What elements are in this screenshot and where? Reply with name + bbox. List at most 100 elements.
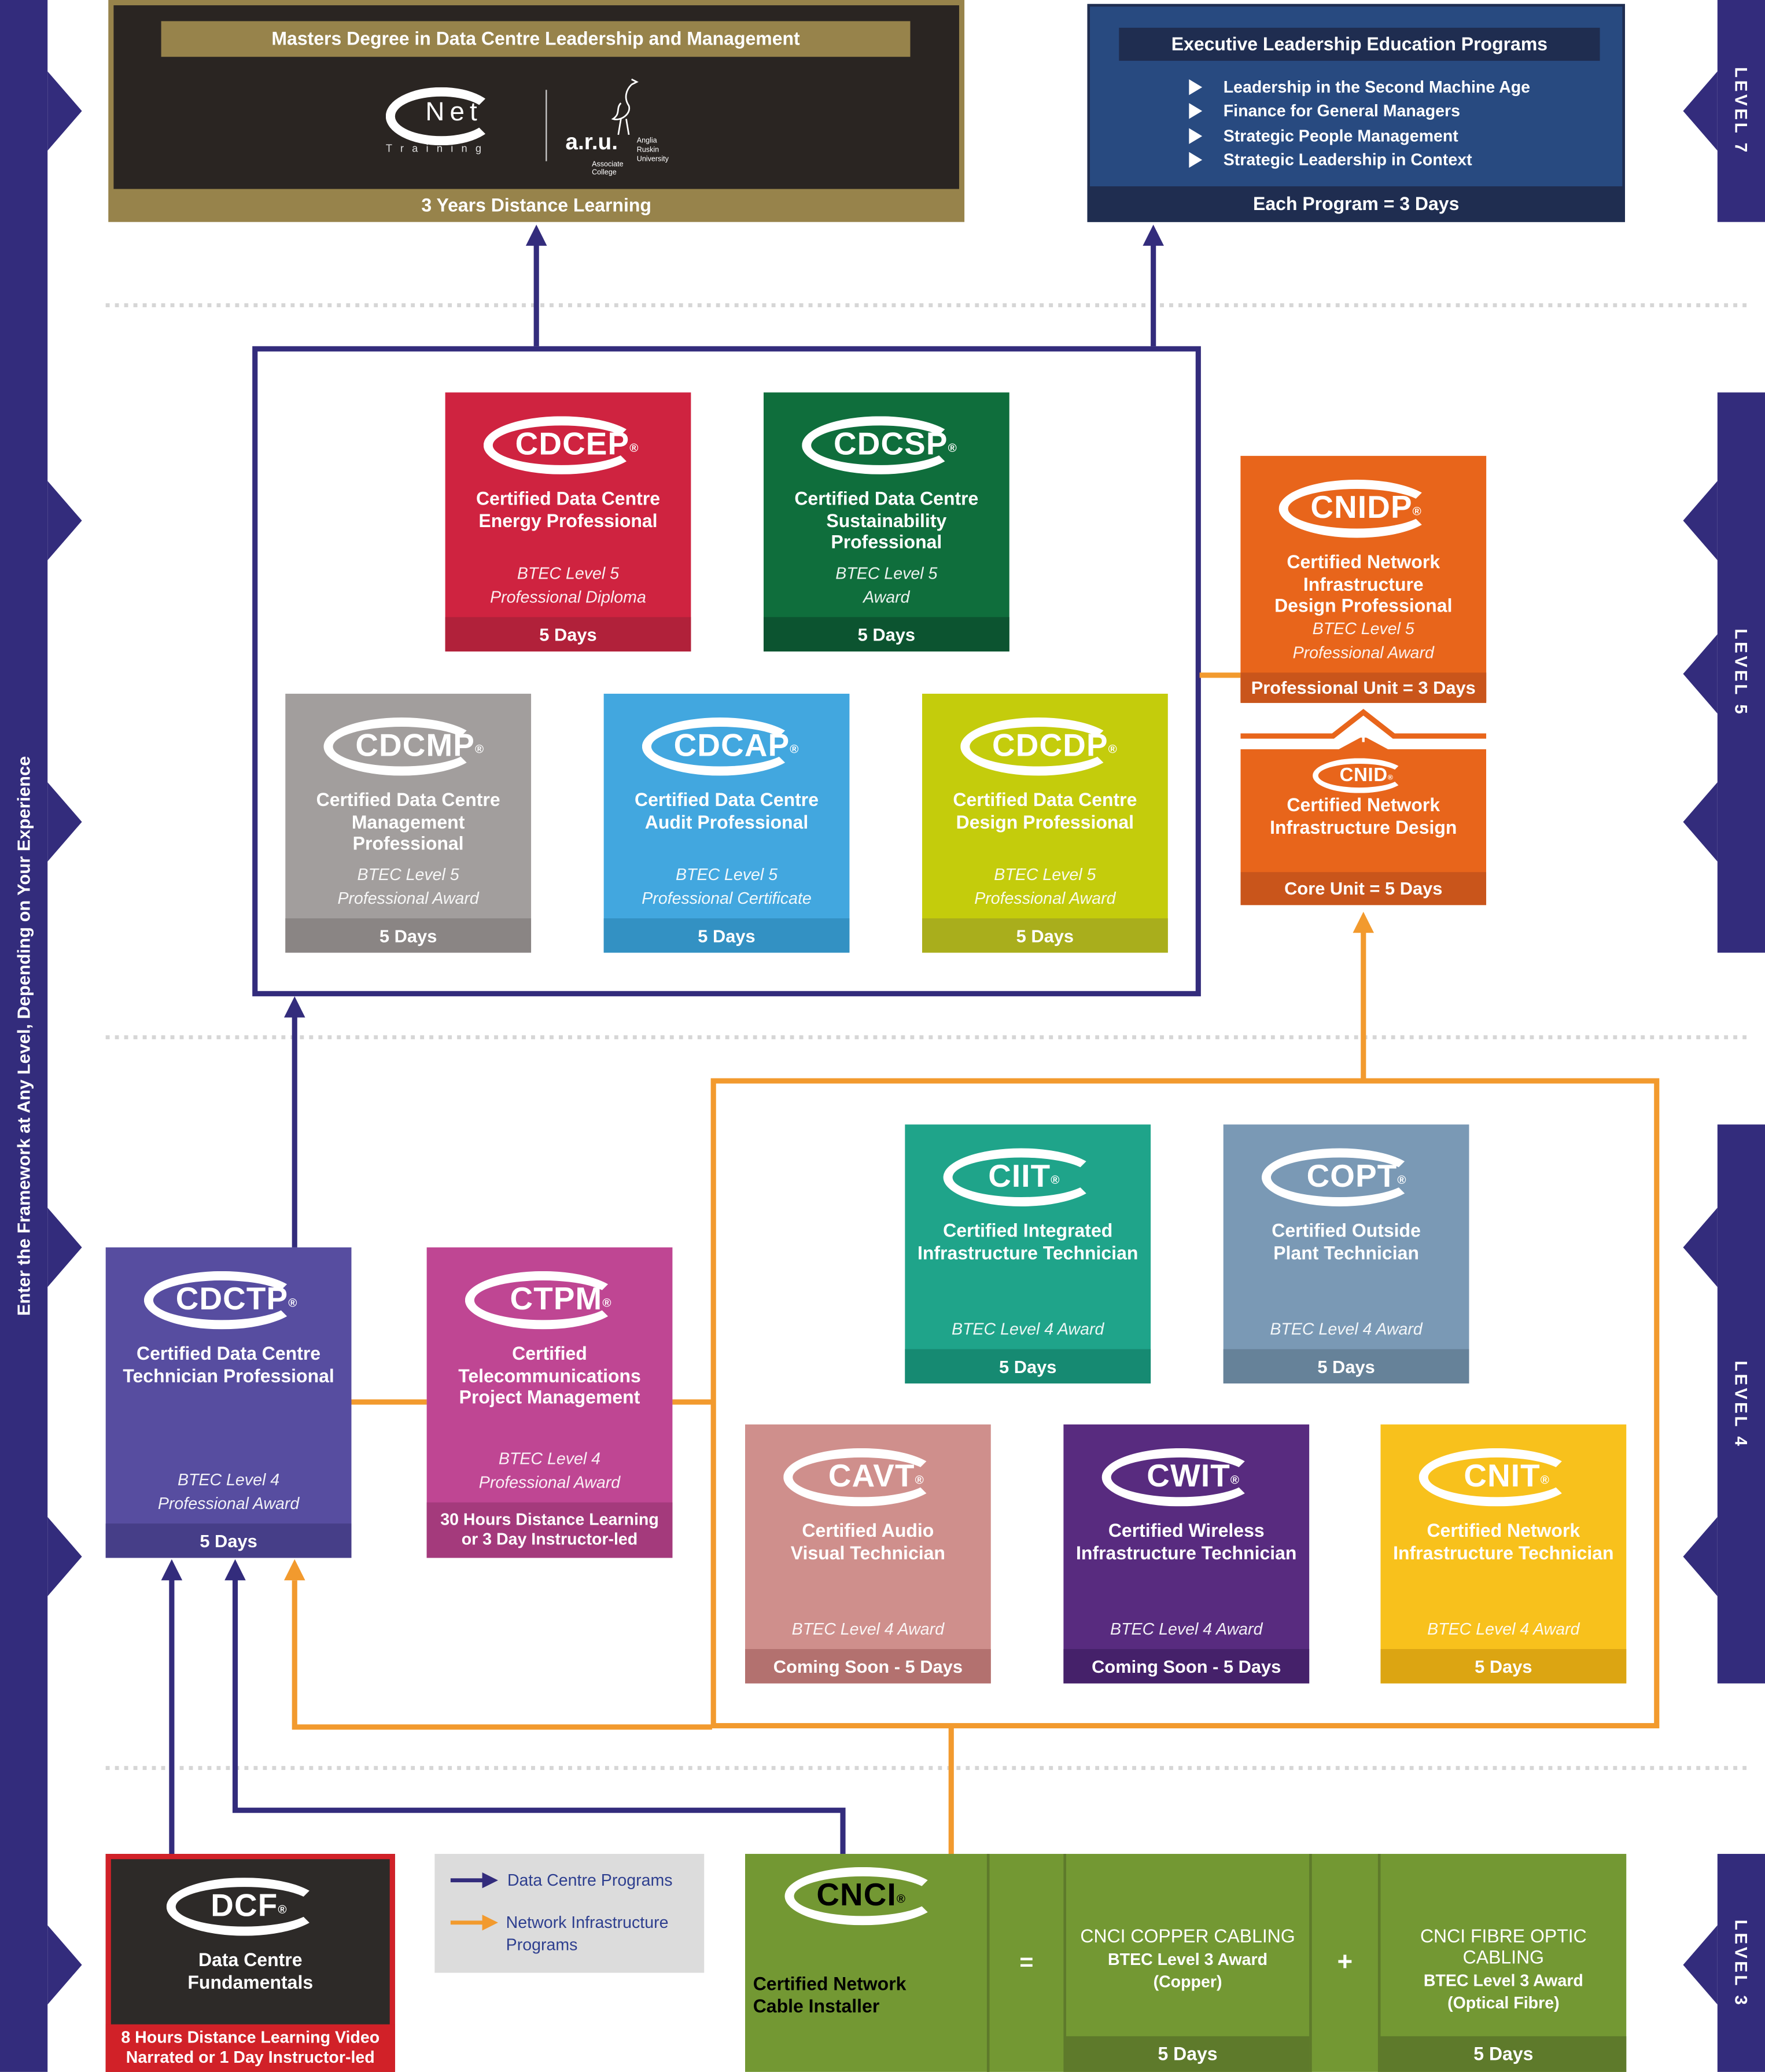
level-bar-3 — [1717, 1124, 1765, 1684]
level-label: LEVEL 3 — [1731, 1919, 1752, 2007]
level-bar-4 — [1717, 1854, 1765, 2072]
cnidp-title: Certified Network Infrastructure Design … — [1274, 551, 1453, 616]
side-arrow-icon — [47, 1208, 82, 1287]
cnci-title: Certified Network Cable Installer — [753, 1972, 907, 2016]
executive-program-item[interactable]: Strategic People Management — [1189, 124, 1530, 148]
cavt-btec: BTEC Level 4 Award — [791, 1620, 945, 1639]
cwit-title: Certified Wireless Infrastructure Techni… — [1076, 1519, 1297, 1563]
cnit-btec: BTEC Level 4 Award — [1427, 1620, 1580, 1639]
cnet-aru-logo: Net T r a i n i n g a.r.u. Anglia Ruskin… — [385, 78, 669, 177]
course-card-cdcsp[interactable]: CDCSP® Certified Data Centre Sustainabil… — [763, 392, 1009, 652]
cnidp-duration: Professional Unit = 3 Days — [1240, 672, 1487, 702]
cdctp-duration: 5 Days — [105, 1523, 352, 1558]
ctpm-abbr: CTPM — [510, 1282, 603, 1317]
cavt-duration: Coming Soon - 5 Days — [745, 1649, 991, 1684]
cdcap-btec: BTEC Level 5 Professional Certificate — [642, 865, 812, 908]
course-card-ctpm[interactable]: CTPM® Certified Telecommunications Proje… — [426, 1247, 673, 1558]
fibre-btec: BTEC Level 3 Award — [1423, 1971, 1583, 1990]
level-arrow-icon — [1683, 71, 1718, 151]
ciit-logo: CIIT® — [943, 1148, 1112, 1207]
dcf-abbr: DCF — [211, 1888, 278, 1924]
cdcep-btec: BTEC Level 5 Professional Diploma — [490, 564, 646, 607]
course-card-cnid[interactable]: CNID® Certified Network Infrastructure D… — [1240, 736, 1487, 906]
masters-box[interactable]: Masters Degree in Data Centre Leadership… — [108, 0, 965, 222]
cnci-copper-module[interactable]: CNCI COPPER CABLING BTEC Level 3 Award (… — [1063, 1854, 1312, 2072]
dcf-duration: 8 Hours Distance Learning Video Narrated… — [105, 2024, 395, 2072]
cnid-title: Certified Network Infrastructure Design — [1270, 794, 1457, 837]
ctpm-btec: BTEC Level 4 Professional Award — [478, 1449, 621, 1492]
cdctp-title: Certified Data Centre Technician Profess… — [123, 1342, 334, 1386]
level-bar-1 — [1717, 0, 1765, 222]
cwit-logo: CWIT® — [1101, 1448, 1271, 1507]
executive-program-item[interactable]: Finance for General Managers — [1189, 100, 1530, 124]
executive-program-label: Finance for General Managers — [1223, 102, 1461, 121]
fibre-sub: (Optical Fibre) — [1447, 1994, 1560, 2013]
cavt-abbr: CAVT — [828, 1459, 915, 1495]
level4-network-group — [710, 1078, 1660, 1729]
cdcap-logo: CDCAP® — [642, 717, 811, 776]
course-card-cdcdp[interactable]: CDCDP® Certified Data Centre Design Prof… — [922, 693, 1168, 953]
cdcmp-logo: CDCMP® — [323, 717, 493, 776]
play-bullet-icon — [1189, 127, 1203, 144]
course-card-copt[interactable]: COPT® Certified Outside Plant Technician… — [1223, 1124, 1469, 1384]
cdcsp-btec: BTEC Level 5 Award — [835, 564, 938, 607]
course-card-cdcap[interactable]: CDCAP® Certified Data Centre Audit Profe… — [603, 693, 850, 953]
course-card-cnit[interactable]: CNIT® Certified Network Infrastructure T… — [1380, 1424, 1627, 1684]
heron-icon — [611, 78, 639, 135]
cnet-logo-text: Net — [425, 97, 482, 127]
course-card-dcf[interactable]: DCF® Data Centre Fundamentals 8 Hours Di… — [105, 1854, 395, 2072]
side-banner-text: Enter the Framework at Any Level, Depend… — [13, 756, 34, 1316]
level-label: LEVEL 4 — [1731, 1360, 1752, 1448]
dcf-logo: DCF® — [165, 1878, 335, 1936]
navy-arrowheads — [161, 225, 1164, 1581]
cdcmp-duration: 5 Days — [285, 918, 532, 953]
copper-btec: BTEC Level 3 Award — [1108, 1950, 1268, 1969]
course-card-ciit[interactable]: CIIT® Certified Integrated Infrastructur… — [905, 1124, 1151, 1384]
cdcsp-logo: CDCSP® — [802, 416, 971, 474]
course-card-cdcmp[interactable]: CDCMP® Certified Data Centre Management … — [285, 693, 532, 953]
course-card-cdctp[interactable]: CDCTP® Certified Data Centre Technician … — [105, 1247, 352, 1558]
executive-program-label: Strategic People Management — [1223, 126, 1458, 145]
aru-name: Anglia Ruskin University — [636, 137, 669, 164]
legend-label-network: Network Infrastructure Programs — [506, 1913, 669, 1955]
logo-divider — [546, 90, 547, 161]
aru-logo-text: a.r.u. — [565, 129, 618, 155]
cdcdp-abbr: CDCDP — [992, 728, 1108, 764]
level-arrow-icon — [1683, 634, 1718, 714]
cnit-logo: CNIT® — [1418, 1448, 1588, 1507]
cavt-logo: CAVT® — [783, 1448, 952, 1507]
cnci-block[interactable]: CNCI® Certified Network Cable Installer … — [745, 1854, 1627, 2072]
cnci-fibre-module[interactable]: CNCI FIBRE OPTIC CABLING BTEC Level 3 Aw… — [1377, 1854, 1627, 2072]
play-bullet-icon — [1189, 152, 1203, 168]
course-card-cdcep[interactable]: CDCEP® Certified Data Centre Energy Prof… — [445, 392, 691, 652]
plus-sign: + — [1337, 1948, 1353, 1977]
copper-title: CNCI COPPER CABLING — [1080, 1925, 1295, 1946]
ctpm-duration: 30 Hours Distance Learning or 3 Day Inst… — [426, 1502, 673, 1558]
cnit-abbr: CNIT — [1464, 1459, 1541, 1495]
executive-program-item[interactable]: Strategic Leadership in Context — [1189, 148, 1530, 172]
ctpm-logo: CTPM® — [465, 1271, 634, 1330]
executive-box[interactable]: Executive Leadership Education Programs … — [1087, 3, 1625, 222]
course-card-cwit[interactable]: CWIT® Certified Wireless Infrastructure … — [1063, 1424, 1310, 1684]
copt-abbr: COPT — [1306, 1158, 1398, 1195]
side-arrow-icon — [47, 71, 82, 151]
level-arrow-icon — [1683, 782, 1718, 862]
masters-footer: 3 Years Distance Learning — [421, 194, 651, 216]
executive-program-item[interactable]: Leadership in the Second Machine Age — [1189, 75, 1530, 100]
datacentre-paths — [169, 243, 1156, 1854]
cdcdp-duration: 5 Days — [922, 918, 1168, 953]
executive-footer: Each Program = 3 Days — [1087, 186, 1625, 222]
level5-datacentre-group — [252, 346, 1201, 996]
cnid-duration: Core Unit = 5 Days — [1240, 872, 1487, 906]
course-card-cnidp[interactable]: CNIDP® Certified Network Infrastructure … — [1240, 455, 1487, 702]
side-arrow-icon — [47, 1517, 82, 1596]
legend-label-datacentre: Data Centre Programs — [507, 1871, 673, 1890]
course-card-cavt[interactable]: CAVT® Certified Audio Visual Technician … — [745, 1424, 991, 1684]
cdcep-title: Certified Data Centre Energy Professiona… — [476, 487, 660, 531]
cdcap-duration: 5 Days — [603, 918, 850, 953]
cnidp-abbr: CNIDP — [1310, 490, 1413, 526]
side-arrow-icon — [47, 1925, 82, 2005]
legend-orange-arrow-icon — [450, 1915, 498, 1931]
